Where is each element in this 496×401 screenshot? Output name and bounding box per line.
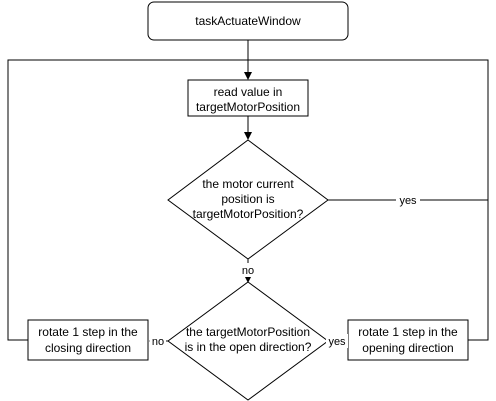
check-position-line3: targetMotorPosition? bbox=[193, 207, 304, 221]
check-direction-line1: the targetMotorPosition bbox=[186, 325, 310, 339]
edge-close-loop bbox=[7, 59, 248, 341]
check-position-decision: the motor current position is targetMoto… bbox=[167, 139, 329, 260]
check-direction-line2: is in the open direction? bbox=[185, 340, 312, 354]
opening-step-line2: opening direction bbox=[362, 341, 453, 355]
read-label-line2: targetMotorPosition bbox=[196, 100, 300, 114]
opening-step-node: rotate 1 step in the opening direction bbox=[347, 319, 469, 361]
check-direction-decision: the targetMotorPosition is in the open d… bbox=[167, 281, 329, 401]
check-position-line2: position is bbox=[221, 192, 274, 206]
closing-step-node: rotate 1 step in the closing direction bbox=[27, 319, 149, 361]
start-label: taskActuateWindow bbox=[195, 14, 301, 28]
start-node: taskActuateWindow bbox=[147, 1, 349, 41]
edge-label-position-yes: yes bbox=[399, 195, 417, 207]
edge-label-direction-yes: yes bbox=[328, 336, 346, 348]
read-label-line1: read value in bbox=[214, 85, 283, 99]
edge-open-loop bbox=[248, 59, 489, 341]
closing-step-line2: closing direction bbox=[45, 341, 131, 355]
closing-step-line1: rotate 1 step in the bbox=[38, 325, 138, 339]
opening-step-line1: rotate 1 step in the bbox=[358, 325, 458, 339]
edge-label-direction-no: no bbox=[152, 336, 164, 348]
check-position-line1: the motor current bbox=[202, 177, 294, 191]
edge-label-position-no: no bbox=[242, 265, 254, 277]
read-node: read value in targetMotorPosition bbox=[187, 79, 309, 117]
